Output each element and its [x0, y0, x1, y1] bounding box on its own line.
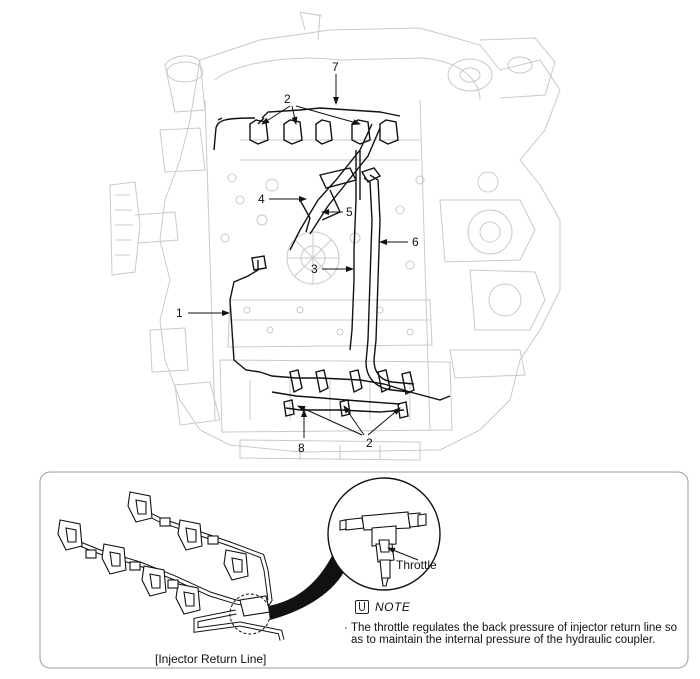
leader-2-top-c: [295, 105, 361, 125]
leader-2-bot-a: [297, 405, 363, 436]
note-header: NOTE: [355, 598, 410, 616]
callout-5: 5: [346, 205, 353, 219]
callout-4: 4: [258, 192, 265, 206]
callouts: [188, 74, 408, 438]
callout-labels: 2 7 4 5 6 3 1 8 2: [176, 60, 419, 455]
callout-2-bottom: 2: [366, 436, 373, 450]
leader-2-bot-b: [343, 405, 365, 436]
note-title: NOTE: [375, 600, 411, 614]
injector-return-line-drawing: [57, 491, 285, 641]
callout-7: 7: [332, 60, 339, 74]
leader-throttle: [387, 547, 419, 561]
throttle-tee-drawing: [339, 511, 427, 587]
note-text: · The throttle regulates the back pressu…: [344, 622, 679, 646]
return-lines: [213, 107, 451, 419]
note-body: The throttle regulates the back pressure…: [351, 622, 678, 646]
throttle-label: Throttle: [396, 558, 437, 572]
callout-6: 6: [412, 235, 419, 249]
lower-injector-fittings: [57, 519, 201, 615]
engine-outline: [109, 11, 561, 461]
detail-caption: [Injector Return Line]: [155, 652, 267, 666]
upper-injector-fittings: [127, 491, 249, 581]
callout-1: 1: [176, 306, 183, 320]
note-bullet: ·: [344, 622, 348, 634]
magnification-wedge: [268, 552, 344, 620]
callout-2-top: 2: [284, 92, 291, 106]
callout-3: 3: [311, 262, 318, 276]
callout-8: 8: [298, 441, 305, 455]
leader-2-top-a: [261, 105, 291, 125]
leader-2-bot-c: [367, 407, 401, 436]
detail-frame: [39, 471, 689, 669]
note-hand-icon: [355, 600, 369, 614]
leader-2-top-b: [291, 105, 298, 125]
